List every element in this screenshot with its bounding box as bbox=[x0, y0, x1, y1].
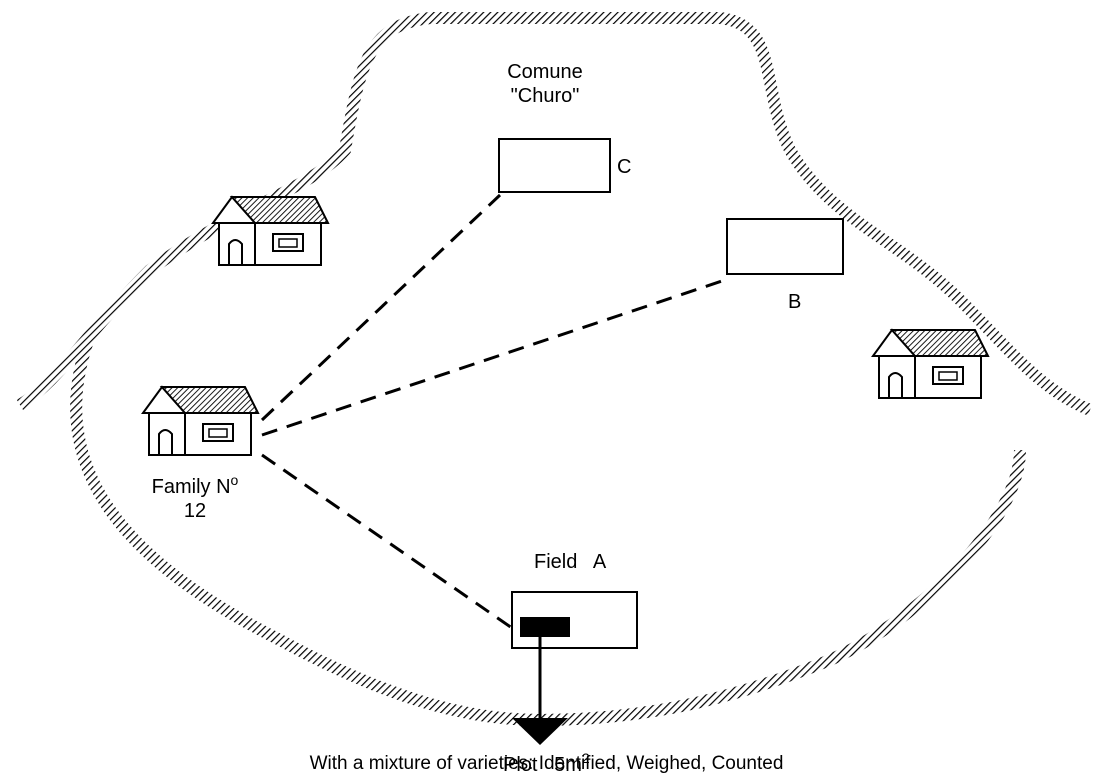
commune-title: Comune "Churo" bbox=[470, 60, 620, 108]
plot-label: Plot 5m2 bbox=[503, 746, 590, 777]
family-label-line1: Family No bbox=[120, 468, 270, 499]
caption: With a mixture of varieties: Identified,… bbox=[309, 753, 784, 774]
field-c-label: C bbox=[617, 156, 632, 178]
family-label-text: Family N bbox=[151, 476, 231, 498]
field-a-label: Field A bbox=[534, 551, 607, 573]
path-to-field-c bbox=[260, 193, 502, 422]
plot-pointer-arrow bbox=[512, 718, 568, 745]
family-label-line2: 12 bbox=[183, 500, 207, 522]
family-label-sup: o bbox=[230, 472, 239, 488]
commune-title-line1: Comune bbox=[507, 61, 583, 83]
path-to-field-b bbox=[261, 278, 726, 437]
house-icon-right bbox=[872, 329, 989, 399]
house-icon-family-12 bbox=[142, 386, 259, 456]
commune-title-line2: "Churo" bbox=[510, 85, 580, 107]
field-b-box bbox=[726, 218, 844, 275]
plot-label-sup: 2 bbox=[581, 750, 590, 766]
path-to-field-a bbox=[261, 453, 513, 630]
house-icon-upper-left bbox=[212, 196, 329, 266]
family-label: Family No 12 bbox=[120, 468, 270, 523]
sample-plot bbox=[520, 617, 570, 637]
plot-label-text: Plot 5m bbox=[503, 754, 582, 776]
field-b-label: B bbox=[788, 291, 802, 313]
commune-boundary bbox=[16, 12, 1093, 416]
field-c-box bbox=[498, 138, 611, 193]
